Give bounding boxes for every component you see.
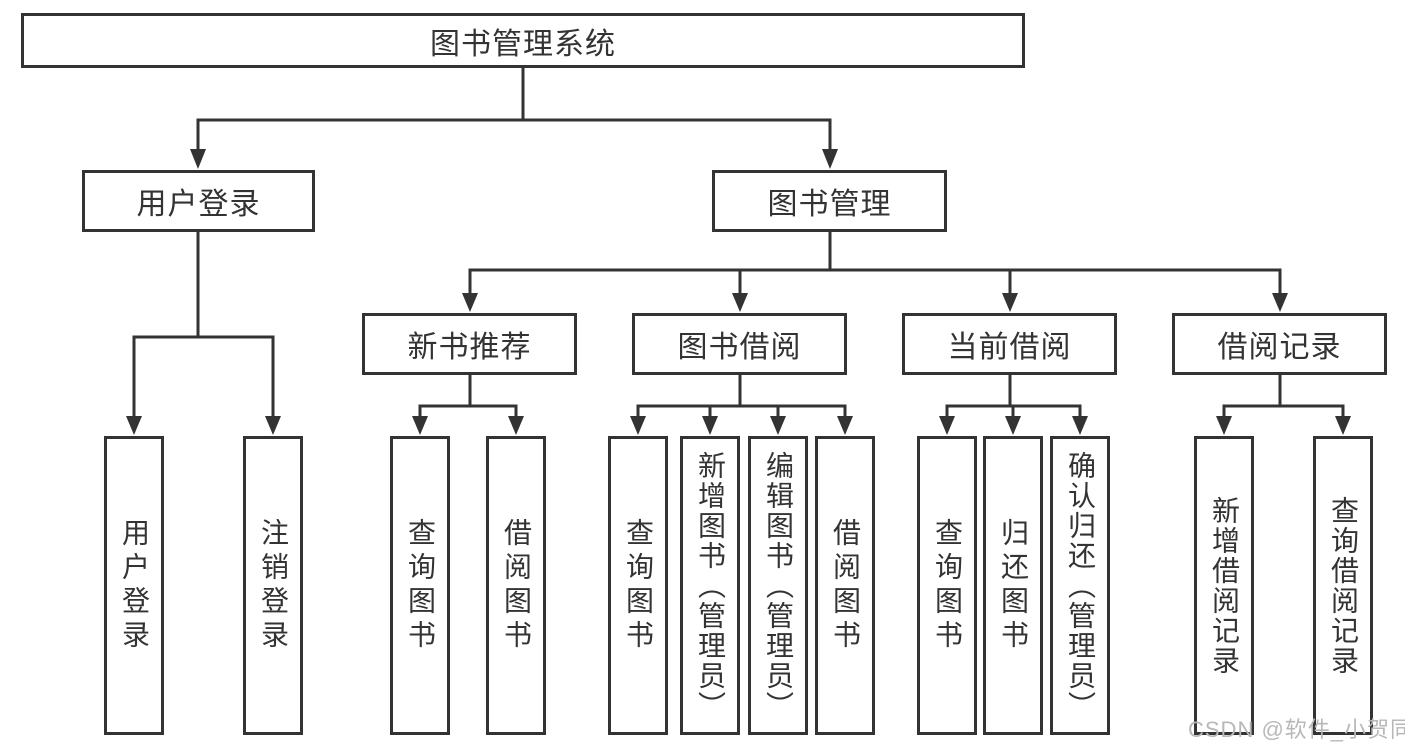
node-library-system: 图书管理系统 bbox=[21, 13, 1025, 68]
connector-borrow-records bbox=[1216, 375, 1351, 435]
node-borrow-records: 借阅记录 bbox=[1172, 313, 1387, 375]
leaf-confirm-return-admin: 确认归还（管理员） bbox=[1050, 436, 1110, 735]
arrowhead bbox=[1272, 293, 1288, 312]
arrowhead bbox=[770, 416, 786, 435]
leaf-add-book-admin: 新增图书（管理员） bbox=[680, 436, 740, 735]
arrowhead bbox=[1002, 293, 1018, 312]
leaf-query-books-current: 查询图书 bbox=[917, 436, 977, 735]
node-book-borrow: 图书借阅 bbox=[632, 313, 847, 375]
arrowhead bbox=[837, 416, 853, 435]
node-current-borrow: 当前借阅 bbox=[902, 313, 1117, 375]
arrowhead bbox=[412, 416, 428, 435]
leaf-query-books-borrow: 查询图书 bbox=[608, 436, 668, 735]
leaf-add-borrow-record: 新增借阅记录 bbox=[1194, 436, 1254, 735]
watermark: CSDN @软件_小贺同学 bbox=[1188, 717, 1405, 742]
arrowhead bbox=[265, 416, 281, 435]
arrowhead bbox=[1216, 416, 1232, 435]
connector-book-management-branch bbox=[462, 232, 1288, 312]
leaf-borrow-books-recommend: 借阅图书 bbox=[486, 436, 546, 735]
connector-current-borrow bbox=[939, 375, 1088, 435]
node-book-management: 图书管理 bbox=[712, 170, 947, 232]
leaf-logout: 注销登录 bbox=[243, 436, 303, 735]
arrowhead bbox=[126, 416, 142, 435]
arrowhead bbox=[508, 416, 524, 435]
arrowhead bbox=[1335, 416, 1351, 435]
arrowhead bbox=[462, 293, 478, 312]
leaf-edit-book-admin: 编辑图书（管理员） bbox=[748, 436, 808, 735]
arrowhead bbox=[1072, 416, 1088, 435]
arrowhead bbox=[732, 293, 748, 312]
leaf-borrow-books: 借阅图书 bbox=[815, 436, 875, 735]
connector-new-book-recommend bbox=[412, 375, 524, 435]
leaf-query-borrow-record: 查询借阅记录 bbox=[1313, 436, 1373, 735]
arrowhead bbox=[630, 416, 646, 435]
leaf-return-books: 归还图书 bbox=[983, 436, 1043, 735]
leaf-query-books-recommend: 查询图书 bbox=[390, 436, 450, 735]
connector-book-borrow bbox=[630, 375, 853, 435]
arrowhead bbox=[190, 149, 206, 169]
leaf-user-login: 用户登录 bbox=[104, 436, 164, 735]
connector-user-login-branch bbox=[126, 232, 281, 435]
arrowhead bbox=[939, 416, 955, 435]
arrowhead bbox=[822, 149, 838, 169]
arrowhead bbox=[1005, 416, 1021, 435]
connector-root-to-level2 bbox=[190, 68, 838, 169]
node-user-login: 用户登录 bbox=[82, 170, 315, 232]
node-new-book-recommend: 新书推荐 bbox=[362, 313, 577, 375]
arrowhead bbox=[702, 416, 718, 435]
